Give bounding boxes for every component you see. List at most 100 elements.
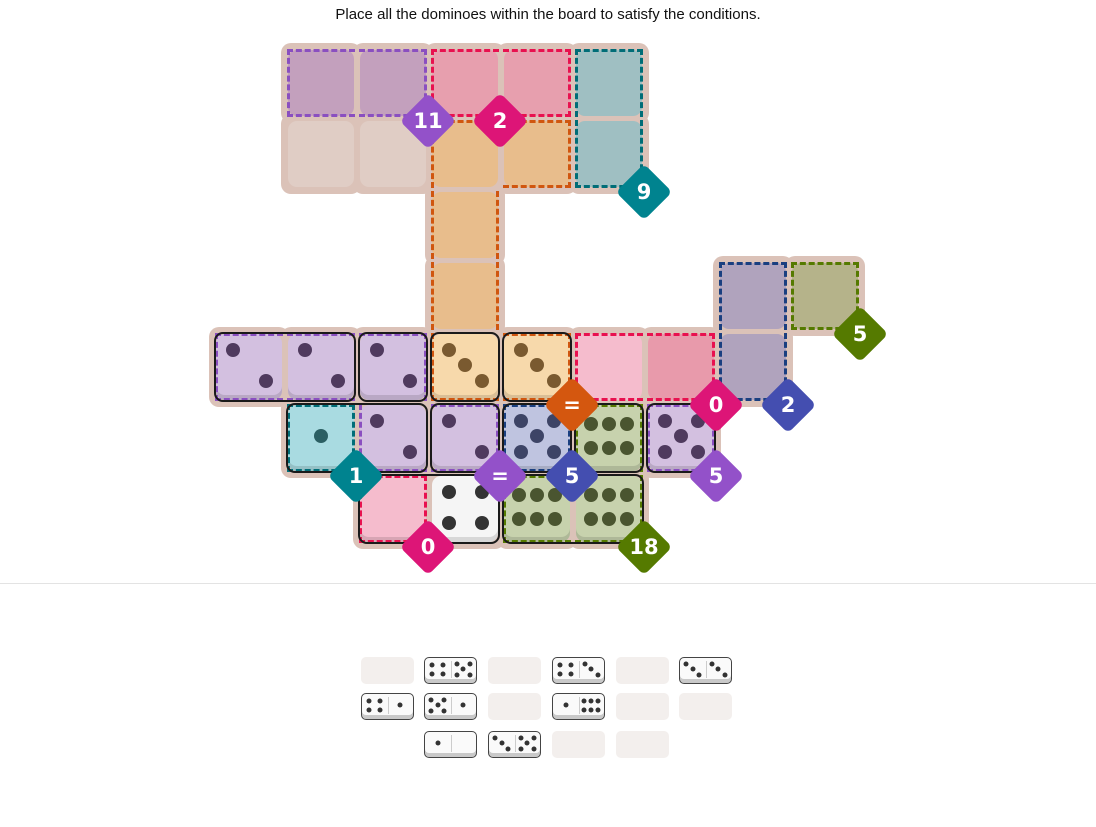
- region-border: [359, 475, 362, 543]
- pip: [696, 672, 702, 677]
- pip: [513, 444, 528, 459]
- region-border: [640, 404, 643, 472]
- pip: [588, 707, 594, 713]
- pip: [568, 671, 574, 677]
- pip: [429, 662, 435, 668]
- board-cell[interactable]: [576, 405, 642, 471]
- region-border: [568, 49, 571, 117]
- region-border: [287, 114, 355, 117]
- pip: [467, 661, 473, 666]
- pip: [581, 698, 587, 704]
- board-cell[interactable]: [360, 334, 426, 400]
- region-border: [431, 398, 499, 401]
- tray-domino-4-3[interactable]: [552, 657, 605, 684]
- region-border: [647, 333, 715, 336]
- region-border: [784, 333, 787, 401]
- domino-divider: [387, 697, 389, 714]
- region-border: [359, 404, 362, 472]
- pip: [657, 413, 672, 428]
- region-border: [647, 469, 715, 472]
- board-cell[interactable]: [432, 192, 498, 258]
- condition-label: 5: [852, 322, 868, 346]
- domino-half: [425, 658, 451, 680]
- pip: [402, 373, 417, 388]
- domino-half: [515, 732, 541, 754]
- region-border: [575, 404, 643, 407]
- region-border: [712, 333, 715, 401]
- pip: [518, 746, 524, 751]
- pip: [583, 512, 598, 527]
- region-border: [575, 120, 578, 188]
- region-border: [431, 120, 499, 123]
- pip: [435, 740, 441, 746]
- board-cell[interactable]: [288, 121, 354, 187]
- region-border: [431, 49, 499, 52]
- region-border: [359, 333, 427, 336]
- empty-tray-slot: [616, 693, 669, 720]
- pip: [314, 429, 328, 443]
- condition-label: 0: [708, 393, 724, 417]
- region-border: [287, 404, 355, 407]
- tray-domino-1-0[interactable]: [424, 731, 477, 758]
- pip: [546, 444, 561, 459]
- pip: [657, 444, 672, 459]
- pip: [441, 697, 447, 702]
- region-border: [503, 49, 571, 52]
- tray-domino-4-5[interactable]: [424, 657, 477, 684]
- board-cell[interactable]: [720, 263, 786, 329]
- region-border: [496, 191, 499, 259]
- region-border: [431, 469, 499, 472]
- region-border: [575, 49, 578, 117]
- tray-domino-3-3[interactable]: [679, 657, 732, 684]
- divider: [0, 583, 1096, 584]
- pip: [674, 429, 688, 443]
- pip: [531, 746, 537, 751]
- region-border: [719, 398, 787, 401]
- pip: [474, 515, 489, 530]
- condition-label: 2: [780, 393, 796, 417]
- empty-tray-slot: [616, 657, 669, 684]
- tray-domino-1-6[interactable]: [552, 693, 605, 720]
- condition-label: 2: [492, 109, 508, 133]
- board-cell[interactable]: [576, 334, 642, 400]
- pip: [513, 413, 528, 428]
- tray-domino-5-1[interactable]: [424, 693, 477, 720]
- tray-domino-4-1[interactable]: [361, 693, 414, 720]
- region-border: [359, 540, 427, 543]
- board-cell[interactable]: [216, 334, 282, 400]
- pip: [441, 708, 447, 713]
- region-border: [503, 114, 571, 117]
- pip: [513, 342, 528, 357]
- pip: [441, 515, 456, 530]
- region-border: [575, 398, 643, 401]
- board-cell[interactable]: [432, 334, 498, 400]
- pip: [531, 735, 537, 740]
- condition-label: 5: [708, 464, 724, 488]
- board-cell[interactable]: [288, 50, 354, 116]
- pip: [568, 662, 574, 668]
- region-border: [503, 333, 571, 336]
- empty-tray-slot: [361, 657, 414, 684]
- board-cell[interactable]: [360, 405, 426, 471]
- tray-domino-3-5[interactable]: [488, 731, 541, 758]
- board-cell[interactable]: [504, 50, 570, 116]
- region-border: [287, 404, 290, 472]
- pip: [454, 661, 460, 666]
- pip: [620, 441, 635, 456]
- board-cell[interactable]: [432, 263, 498, 329]
- pip: [467, 672, 473, 677]
- board-cell[interactable]: [576, 50, 642, 116]
- pip: [588, 698, 594, 704]
- region-border: [647, 404, 650, 472]
- pip: [511, 512, 526, 527]
- pip: [460, 702, 466, 708]
- region-border: [287, 333, 355, 336]
- pip: [557, 662, 563, 668]
- domino-half: [579, 694, 605, 716]
- pip: [474, 373, 489, 388]
- region-border: [647, 404, 715, 407]
- pip: [377, 707, 383, 713]
- region-border: [431, 120, 434, 188]
- board-cell[interactable]: [288, 334, 354, 400]
- region-border: [503, 475, 571, 478]
